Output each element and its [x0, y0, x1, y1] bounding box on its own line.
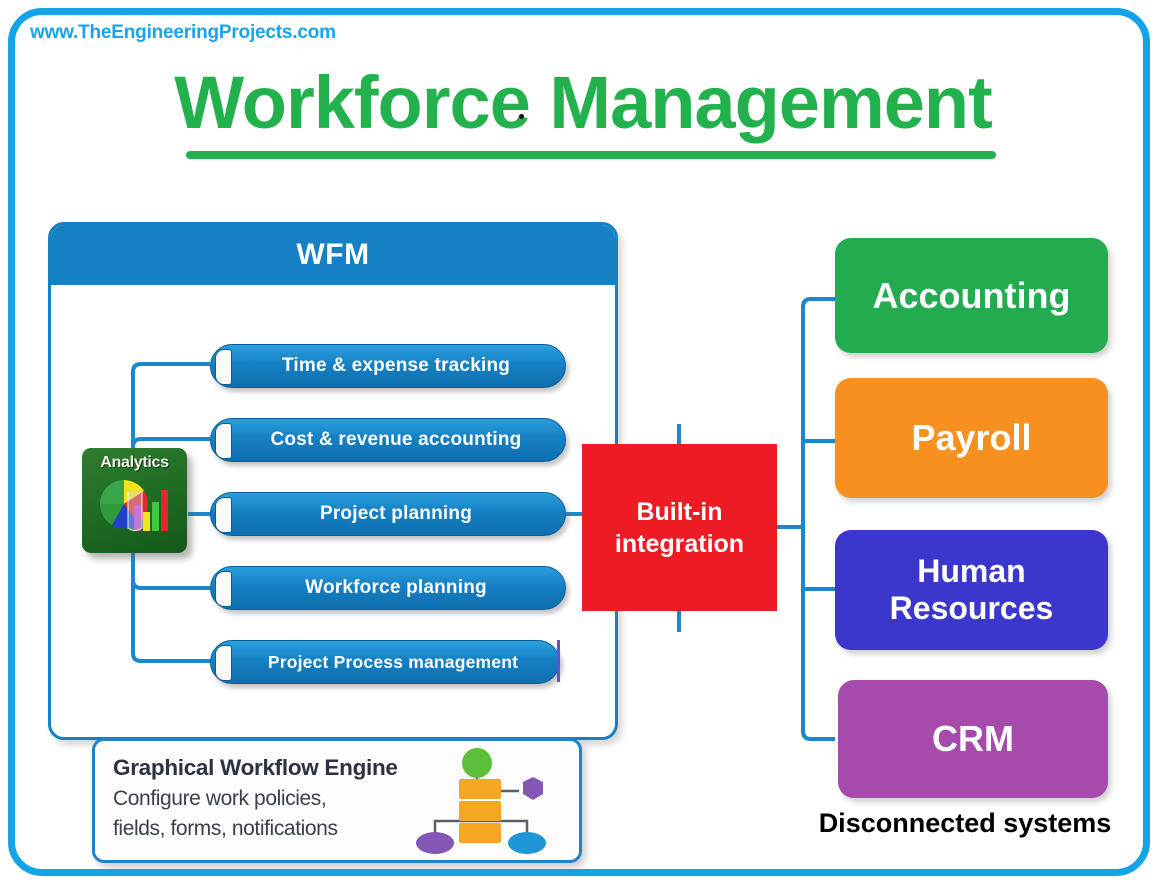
workflow-diagram-icon [416, 748, 546, 854]
feature-pill-time-expense-tracking[interactable]: Time & expense tracking [210, 344, 566, 388]
graphical-workflow-engine-panel: Graphical Workflow Engine Configure work… [92, 738, 582, 863]
feature-pill-project-process-management[interactable]: Project Process management [210, 640, 560, 684]
system-box-label-line-1: Human [917, 552, 1026, 589]
feature-pill-label: Cost & revenue accounting [270, 429, 522, 450]
feature-pill-label: Project Process management [267, 651, 519, 672]
workflow-engine-title: Graphical Workflow Engine [113, 755, 398, 780]
system-box-label: Accounting [872, 274, 1071, 316]
system-box-payroll[interactable]: Payroll [835, 378, 1108, 498]
system-box-accounting[interactable]: Accounting [835, 238, 1108, 353]
feature-pill-workforce-planning[interactable]: Workforce planning [210, 566, 566, 610]
analytics-icon-label: Analytics [100, 454, 169, 471]
system-box-label: CRM [932, 718, 1014, 760]
feature-pill-label: Time & expense tracking [281, 355, 511, 376]
workflow-engine-subtitle-line-1: Configure work policies, [113, 787, 327, 810]
feature-pill-label: Project planning [319, 503, 473, 524]
title-underline [186, 151, 996, 159]
built-in-integration-box: Built-in integration [582, 444, 777, 611]
title-dot-artifact [519, 114, 524, 119]
pill-cap-icon [215, 423, 232, 459]
pill-cap-icon [215, 497, 232, 533]
pill-cap-icon [215, 645, 232, 681]
feature-pill-project-planning[interactable]: Project planning [210, 492, 566, 536]
workflow-engine-subtitle-line-2: fields, forms, notifications [113, 817, 338, 840]
wfm-panel-header: WFM [51, 225, 615, 285]
site-url-watermark: www.TheEngineeringProjects.com [30, 22, 336, 43]
analytics-icon: Analytics [82, 448, 187, 553]
integration-line-2: integration [614, 529, 745, 558]
text-cursor-artifact [557, 640, 560, 682]
feature-pill-label: Workforce planning [305, 577, 487, 598]
integration-line-1: Built-in [636, 497, 723, 526]
page-title: Workforce Management [174, 61, 993, 144]
system-box-label-line-2: Resources [889, 590, 1054, 626]
system-box-label: Payroll [911, 417, 1032, 459]
pill-cap-icon [215, 571, 232, 607]
pill-cap-icon [215, 349, 232, 385]
disconnected-systems-caption: Disconnected systems [818, 808, 1112, 838]
system-box-crm[interactable]: CRM [838, 680, 1108, 798]
feature-pill-cost-revenue-accounting[interactable]: Cost & revenue accounting [210, 418, 566, 462]
